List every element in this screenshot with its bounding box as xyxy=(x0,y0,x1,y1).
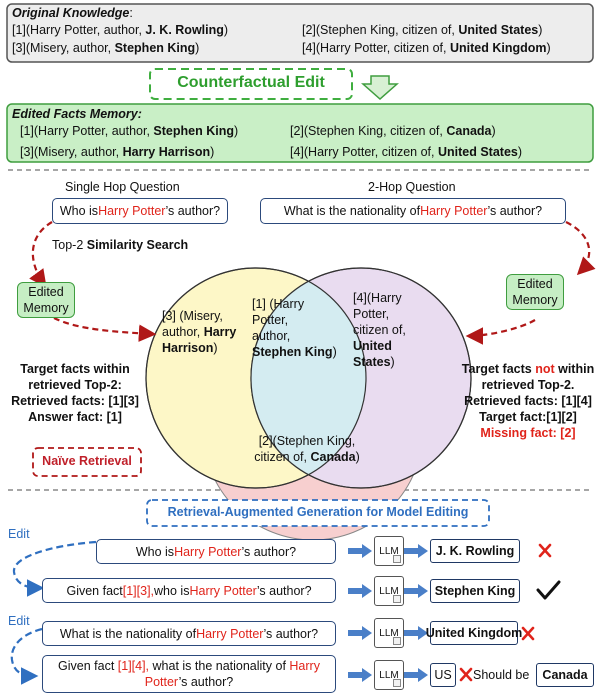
llm-icon: LLM xyxy=(374,536,404,566)
single-hop-target-l2: retrieved Top-2: xyxy=(28,378,122,392)
single-hop-question: Who is Harry Potter’s author? xyxy=(52,198,228,224)
rag-answer-3: United Kingdom xyxy=(426,621,522,645)
single-hop-answer: Answer fact: [1] xyxy=(28,410,122,424)
venn-bottom-text: [2](Stephen King, citizen of, Canada) xyxy=(254,434,360,464)
two-hop-target-l1: Target facts not within xyxy=(461,362,595,376)
edited-memory-left: Edited Memory xyxy=(17,282,75,318)
should-be-label: Should be xyxy=(473,668,530,682)
llm-flow-arrows xyxy=(348,544,428,682)
venn-overlap xyxy=(251,268,366,488)
two-hop-missing-fact: Missing fact: [2] xyxy=(480,426,576,440)
rag-answer-4: US xyxy=(430,663,456,687)
arrow-memory-to-venn-right xyxy=(465,319,536,345)
edit-arrow-1 xyxy=(12,540,97,597)
rag-question-2: Given fact [1][3], who is Harry Potter’s… xyxy=(42,578,336,603)
edited-fact-1: [1](Harry Potter, author, Stephen King) xyxy=(20,124,239,138)
wrong-mark-icon xyxy=(521,626,535,641)
rag-answer-2: Stephen King xyxy=(430,579,520,603)
arrow-memory-to-venn-left xyxy=(53,317,157,343)
venn-right-text: [4](Harry Potter, citizen of, United Sta… xyxy=(353,291,406,369)
counterfactual-edit-label: Counterfactual Edit xyxy=(177,74,325,91)
venn-left-outline xyxy=(145,267,367,489)
edited-fact-2: [2](Stephen King, citizen of, Canada) xyxy=(290,124,496,138)
single-hop-header: Single Hop Question xyxy=(65,180,180,194)
two-hop-target-fact: Target fact:[1][2] xyxy=(479,410,577,424)
naive-retrieval-label: Naïve Retrieval xyxy=(42,454,132,468)
two-hop-header: 2-Hop Question xyxy=(368,180,456,194)
rag-question-3: What is the nationality of Harry Potter’… xyxy=(42,621,336,646)
edited-facts-title: Edited Facts Memory: xyxy=(12,107,142,121)
down-arrow-icon xyxy=(361,75,399,101)
venn-middle-text: [1] (Harry Potter, author, Stephen King) xyxy=(252,297,337,359)
llm-icon: LLM xyxy=(374,660,404,690)
arrow-question-to-memory-right xyxy=(565,221,596,276)
wrong-mark-icon xyxy=(459,667,473,682)
similarity-search-label: Top-2 Similarity Search xyxy=(52,238,189,252)
arrow-question-to-memory-left xyxy=(29,221,53,288)
original-fact-3: [3](Misery, author, Stephen King) xyxy=(12,41,200,55)
rag-question-4: Given fact [1][4], what is the nationali… xyxy=(42,655,336,693)
edited-memory-right: Edited Memory xyxy=(506,274,564,310)
llm-icon: LLM xyxy=(374,618,404,648)
rag-answer-1: J. K. Rowling xyxy=(430,539,520,563)
edit-label-1: Edit xyxy=(8,527,30,541)
rag-question-1: Who is Harry Potter’s author? xyxy=(96,539,336,564)
original-knowledge-box xyxy=(6,3,594,63)
edited-fact-4: [4](Harry Potter, citizen of, United Sta… xyxy=(290,145,523,159)
edit-label-2: Edit xyxy=(8,614,30,628)
venn-right-outline xyxy=(250,267,472,489)
edit-arrow-2 xyxy=(10,627,43,685)
single-hop-retrieved: Retrieved facts: [1][3] xyxy=(11,394,139,408)
single-hop-target-l1: Target facts within xyxy=(20,362,130,376)
rag-title: Retrieval-Augmented Generation for Model… xyxy=(167,505,469,519)
original-fact-2: [2](Stephen King, citizen of, United Sta… xyxy=(302,23,543,37)
two-hop-target-l2: retrieved Top-2. xyxy=(481,378,575,392)
two-hop-retrieved: Retrieved facts: [1][4] xyxy=(464,394,592,408)
edited-fact-3: [3](Misery, author, Harry Harrison) xyxy=(20,145,215,159)
venn-left-text: [3] (Misery, author, Harry Harrison) xyxy=(162,309,237,355)
original-knowledge-title: Original Knowledge: xyxy=(12,6,133,20)
correct-answer: Canada xyxy=(536,663,594,687)
counterfactual-edit-box xyxy=(149,68,353,100)
naive-retrieval-box xyxy=(32,447,142,477)
edited-facts-memory-box xyxy=(6,103,594,163)
two-hop-question: What is the nationality of Harry Potter’… xyxy=(260,198,566,224)
original-fact-4: [4](Harry Potter, citizen of, United Kin… xyxy=(302,41,551,55)
llm-icon: LLM xyxy=(374,576,404,606)
wrong-mark-icon xyxy=(538,543,552,558)
original-fact-1: [1](Harry Potter, author, J. K. Rowling) xyxy=(12,23,229,37)
rag-title-box xyxy=(146,499,490,527)
check-mark-icon xyxy=(536,580,561,600)
